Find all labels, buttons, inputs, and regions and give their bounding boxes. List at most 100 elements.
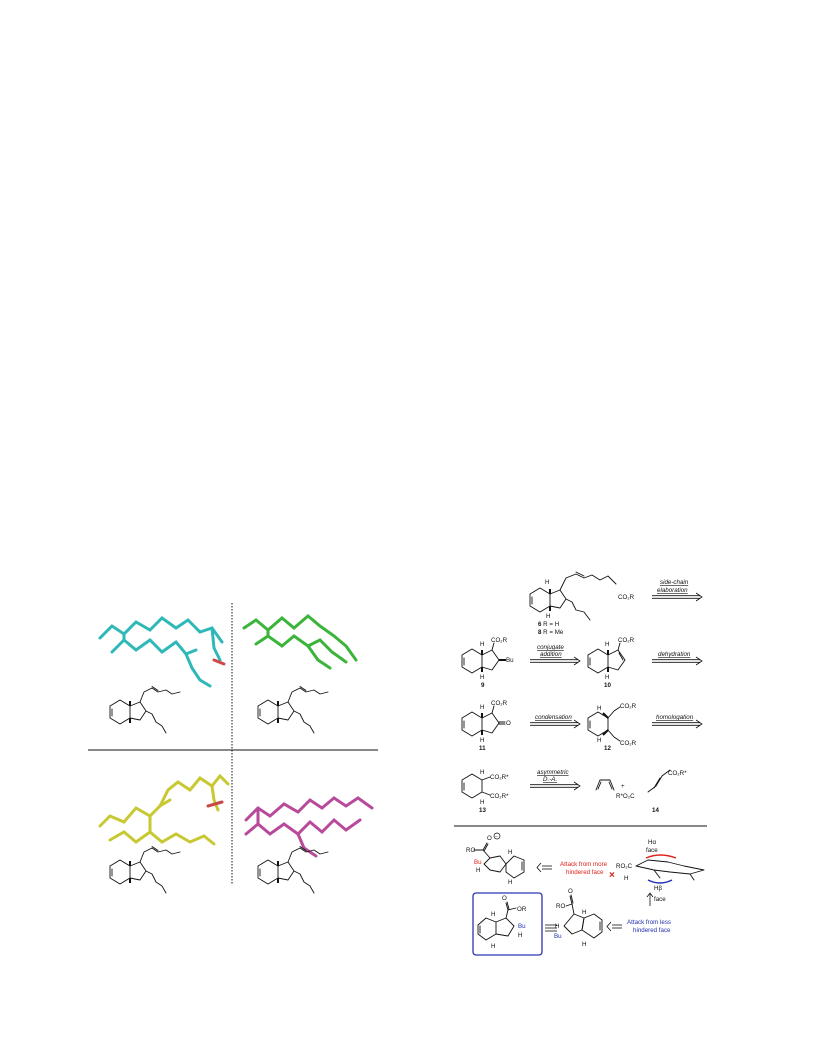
compound-13: CO₂R* CO₂R* H H 13 bbox=[461, 769, 509, 814]
h-11-top: H bbox=[480, 704, 484, 711]
arrow-conjugate: conjugate addition bbox=[529, 644, 581, 666]
co2r-12-bottom: CO₂R bbox=[620, 740, 637, 747]
svg-text:8 R = Me: 8 R = Me bbox=[538, 629, 564, 636]
arrow-dehydration-label: dehydration bbox=[658, 651, 691, 658]
arrow-dehydration: dehydration bbox=[651, 651, 703, 666]
h-6-bottom: H bbox=[546, 613, 550, 620]
label-13: 13 bbox=[479, 807, 486, 814]
h-13-top: H bbox=[480, 769, 484, 776]
minus-top: − bbox=[495, 834, 498, 840]
structure-q1 bbox=[109, 686, 181, 734]
attack-less-1: Attack from less bbox=[627, 919, 671, 926]
o-minus-top: O bbox=[487, 835, 492, 842]
model-yellow bbox=[98, 773, 230, 846]
label-10: 10 bbox=[604, 682, 611, 689]
structure-q2 bbox=[257, 686, 329, 734]
compound-9: CO₂R Bu H H 9 bbox=[461, 637, 514, 689]
attack-more-1: Attack from more bbox=[560, 861, 608, 868]
compound-6-8: CO₂R H H 6 R = H 8 R = Me bbox=[529, 571, 635, 636]
arrow-side-chain: side-chain elaboration bbox=[651, 579, 703, 602]
arrow-homologation: homologation bbox=[651, 714, 703, 729]
enolate-bottom: O RO Bu H H H bbox=[554, 888, 603, 948]
svg-text:6 R = H: 6 R = H bbox=[538, 621, 559, 628]
ro-bottom: RO bbox=[556, 903, 565, 910]
arrow-retro-bottom bbox=[606, 921, 622, 932]
co2r-11: CO₂R bbox=[491, 700, 508, 707]
compound-10: CO₂R H H 10 bbox=[587, 637, 635, 689]
face-alpha-label: face bbox=[646, 847, 658, 854]
mechanism: RO O − Bu H H H Attack from more hindere… bbox=[466, 832, 705, 956]
h-box-c: H bbox=[491, 943, 495, 950]
arrow-conjugate-2: addition bbox=[540, 651, 562, 658]
rstaro2c-14: R*O₂C bbox=[616, 793, 635, 800]
h-11-bottom: H bbox=[480, 737, 484, 744]
o-minus-box: O bbox=[502, 895, 507, 902]
arrow-homologation-label: homologation bbox=[656, 714, 694, 721]
h-10-bottom: H bbox=[605, 674, 609, 681]
label-6-r: R = H bbox=[541, 621, 559, 628]
face-beta: Hβ bbox=[654, 885, 662, 892]
h-top-a: H bbox=[476, 867, 480, 874]
enolate-boxed: O OR Bu H H H bbox=[477, 895, 527, 950]
attack-less-2: hindered face bbox=[633, 927, 671, 934]
compound-12: CO₂R CO₂R H H 12 bbox=[587, 703, 637, 752]
left-panel bbox=[88, 603, 378, 894]
face-alpha: Hα bbox=[648, 839, 656, 846]
bu-top: Bu bbox=[474, 859, 482, 866]
co2rstar-13-top: CO₂R* bbox=[490, 774, 509, 781]
h-top-c: H bbox=[508, 879, 512, 886]
h-ts: H bbox=[624, 875, 628, 882]
model-cyan bbox=[98, 616, 226, 688]
h-box-b: H bbox=[491, 911, 495, 918]
co2rstar-13-bottom: CO₂R* bbox=[490, 793, 509, 800]
compound-11: CO₂R O H H 11 bbox=[461, 700, 511, 752]
h-10-top: H bbox=[605, 641, 609, 648]
label-12: 12 bbox=[604, 745, 611, 752]
transition-state-sketch: Hα face RO₂C H × Hβ face bbox=[609, 839, 705, 906]
diene bbox=[595, 779, 615, 791]
ro2c-ts: RO₂C bbox=[616, 863, 633, 870]
arrow-conjugate-1: conjugate bbox=[537, 644, 564, 651]
cross-mark: × bbox=[609, 870, 615, 881]
label-8-r: R = Me bbox=[541, 629, 563, 636]
label-9: 9 bbox=[481, 682, 485, 689]
arrow-condensation: condensation bbox=[529, 714, 581, 729]
co2r-12-top: CO₂R bbox=[620, 703, 637, 710]
arrow-side-chain-1: side-chain bbox=[660, 579, 689, 586]
arrow-asym-1: asymmetric bbox=[537, 769, 570, 776]
co2r-10: CO₂R bbox=[618, 637, 635, 644]
h-12-top: H bbox=[597, 705, 601, 712]
co2rstar-14: CO₂R* bbox=[668, 770, 687, 777]
label-8: 8 bbox=[538, 629, 542, 636]
retrosynthesis-scheme: CO₂R H H 6 R = H 8 R = Me side-chain ela… bbox=[454, 571, 707, 827]
enolate-top: RO O − Bu H H H bbox=[466, 832, 525, 886]
h-9-top: H bbox=[480, 641, 484, 648]
bu-bottom: Bu bbox=[554, 933, 562, 940]
co2r-6: CO₂R bbox=[618, 594, 635, 601]
h-bottom-a: H bbox=[555, 923, 559, 930]
h-bottom-b: H bbox=[582, 909, 586, 916]
arrow-retro-top bbox=[536, 862, 552, 873]
h-13-bottom: H bbox=[480, 799, 484, 806]
h-box-a: H bbox=[518, 932, 522, 939]
plus-sign: + bbox=[621, 783, 625, 790]
o-11: O bbox=[506, 720, 511, 727]
bu-box: Bu bbox=[518, 923, 526, 930]
h-12-bottom: H bbox=[597, 737, 601, 744]
face-beta-label: face bbox=[654, 896, 666, 903]
arrow-condensation-label: condensation bbox=[535, 714, 572, 721]
bu-9: Bu bbox=[506, 657, 514, 664]
model-green bbox=[242, 614, 358, 670]
product-box bbox=[472, 892, 543, 956]
label-11: 11 bbox=[479, 745, 486, 752]
label-14: 14 bbox=[652, 807, 659, 814]
arrow-asymmetric-da: asymmetric D.-A. bbox=[529, 769, 581, 791]
structure-q3 bbox=[109, 846, 181, 894]
arrow-asym-2: D.-A. bbox=[543, 776, 557, 783]
arrow-side-chain-2: elaboration bbox=[657, 587, 688, 594]
or-box: OR bbox=[517, 906, 527, 913]
ro-top: RO bbox=[466, 847, 475, 854]
h-top-b: H bbox=[508, 849, 512, 856]
h-9-bottom: H bbox=[480, 674, 484, 681]
